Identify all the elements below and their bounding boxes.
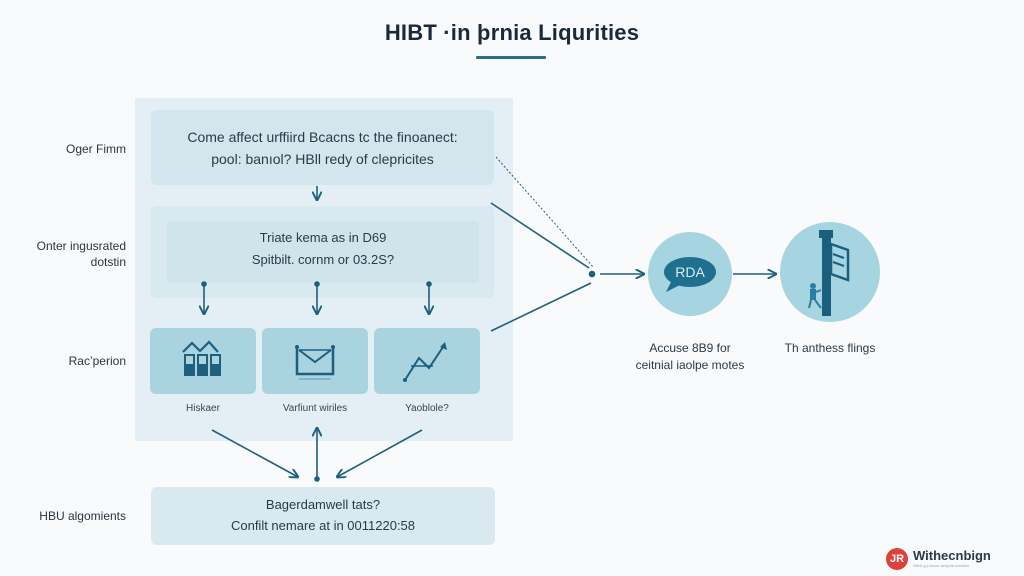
- tile-market: [150, 328, 256, 394]
- arrow-dot-bottom: [314, 476, 320, 482]
- bottom-box-line1: Bagerdamwell tats?: [265, 497, 381, 512]
- envelope-icon: [295, 345, 335, 380]
- speech-bubble-icon: RDA: [664, 257, 716, 292]
- logo-text: Withecnbign Sited g:p fuvoe arrtyuie ine…: [913, 549, 991, 569]
- middle-box: Triate kema as in D69 Spitbilt. cornm or…: [167, 221, 479, 283]
- bottom-box: Bagerdamwell tats? Confilt nemare at in …: [151, 487, 495, 545]
- top-box-line1: Come affect urffiird Bcacns tc the finoa…: [187, 129, 458, 145]
- market-buildings-icon: [182, 340, 221, 376]
- flow-label-2: Th anthess flings: [770, 340, 890, 357]
- tile-envelope: [262, 328, 368, 394]
- title-underline: [476, 56, 546, 59]
- flow-label-1-line2: ceitnial iaolpe motes: [635, 358, 745, 372]
- diagram-title: HIBT ·in þrnia Liqurities: [384, 20, 640, 45]
- speech-bubble-text: RDA: [675, 264, 705, 280]
- row-label-2: Onter ingusrated dotstin: [37, 238, 126, 270]
- tile-trend: [374, 328, 480, 394]
- signpost-person-icon: [808, 230, 850, 316]
- bottom-box-line2: Confilt nemare at in 0011220:58: [230, 518, 416, 533]
- top-box-line2: pool: banıol? HBll redy of clepricites: [211, 151, 434, 167]
- flow-label-1-line1: Accuse 8B9 for: [649, 341, 731, 355]
- trend-up-icon: [403, 342, 447, 382]
- middle-box-line1: Triate kema as in D69: [259, 230, 387, 245]
- tile-label-trend: Yaoblole?: [405, 403, 449, 414]
- tile-label-market: Hiskaer: [186, 403, 220, 414]
- brand-logo: JR Withecnbign Sited g:p fuvoe arrtyuie …: [886, 548, 991, 570]
- row-label-1: Oger Fimm: [66, 142, 126, 156]
- row-label-2-line2: dotstin: [90, 255, 126, 269]
- flow-circle-speech: RDA: [648, 232, 732, 316]
- tile-label-envelope: Varfiunt wiriles: [282, 403, 348, 414]
- logo-mark-icon: JR: [886, 548, 908, 570]
- row-label-3: Rac’perion: [68, 354, 126, 368]
- hub-dot: [588, 270, 596, 278]
- flow-label-1: Accuse 8B9 for ceitnial iaolpe motes: [612, 340, 768, 374]
- logo-tagline: Sited g:p fuvoe arrtyuie inestion: [913, 563, 970, 568]
- top-box: Come affect urffiird Bcacns tc the finoa…: [151, 110, 494, 185]
- row-label-4: HBU algomients: [39, 509, 126, 523]
- row-label-2-line1: Onter ingusrated: [36, 239, 126, 253]
- flow-label-2-line1: Th anthess flings: [784, 341, 876, 355]
- logo-name: Withecnbign: [913, 548, 991, 563]
- middle-box-line2: Spitbilt. cornm or 03.2S?: [251, 252, 395, 267]
- flow-circle-signpost: [780, 222, 880, 322]
